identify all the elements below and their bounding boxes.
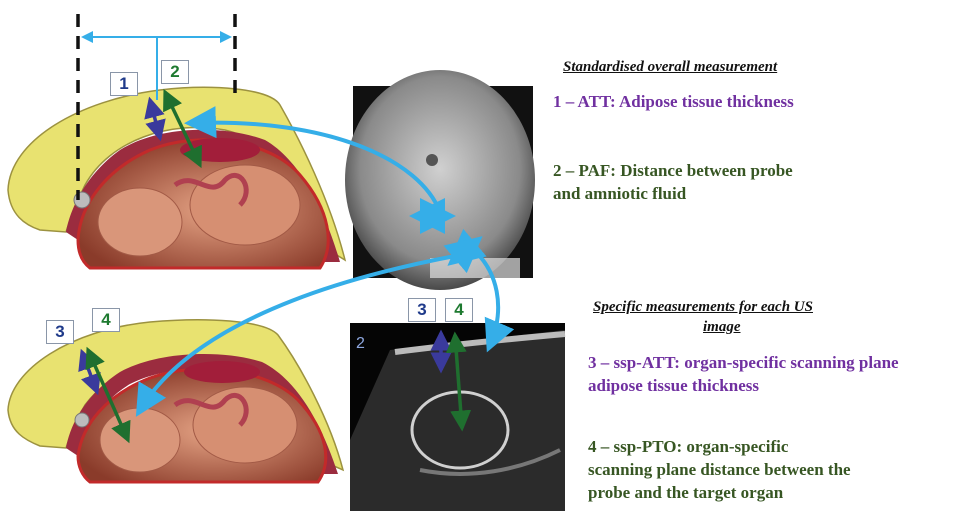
navel <box>426 154 438 166</box>
placenta <box>184 361 260 383</box>
specific-heading-line2: image <box>703 318 741 336</box>
paf-definition-line1: 2 – PAF: Distance between probe <box>553 161 793 181</box>
paf-definition-line2: and amniotic fluid <box>553 184 686 204</box>
fetus-body <box>190 165 300 245</box>
label-box-4-us: 4 <box>445 298 473 322</box>
att-definition: 1 – ATT: Adipose tissue thickness <box>553 92 794 112</box>
label-box-4: 4 <box>92 308 120 332</box>
ssp-att-definition-line1: 3 – ssp-ATT: organ-specific scanning pla… <box>588 353 899 373</box>
standardised-heading: Standardised overall measurement <box>563 58 777 76</box>
ultrasound-image-number: 2 <box>356 335 365 353</box>
ssp-pto-definition-line2: scanning plane distance between the <box>588 460 851 480</box>
fetus-head <box>100 408 180 472</box>
bottom-anatomy-illustration <box>8 320 343 482</box>
ssp-pto-definition-line1: 4 – ssp-PTO: organ-specific <box>588 437 788 457</box>
label-box-1: 1 <box>110 72 138 96</box>
specific-heading-line1: Specific measurements for each US <box>593 298 813 316</box>
label-box-2: 2 <box>161 60 189 84</box>
label-box-3: 3 <box>46 320 74 344</box>
umbilicus-marker <box>75 413 89 427</box>
ssp-pto-definition-line3: probe and the target organ <box>588 483 783 503</box>
fetus-body <box>193 387 297 463</box>
label-box-3-us: 3 <box>408 298 436 322</box>
fetus-head <box>98 188 182 256</box>
ssp-att-definition-line2: adipose tissue thickness <box>588 376 759 396</box>
